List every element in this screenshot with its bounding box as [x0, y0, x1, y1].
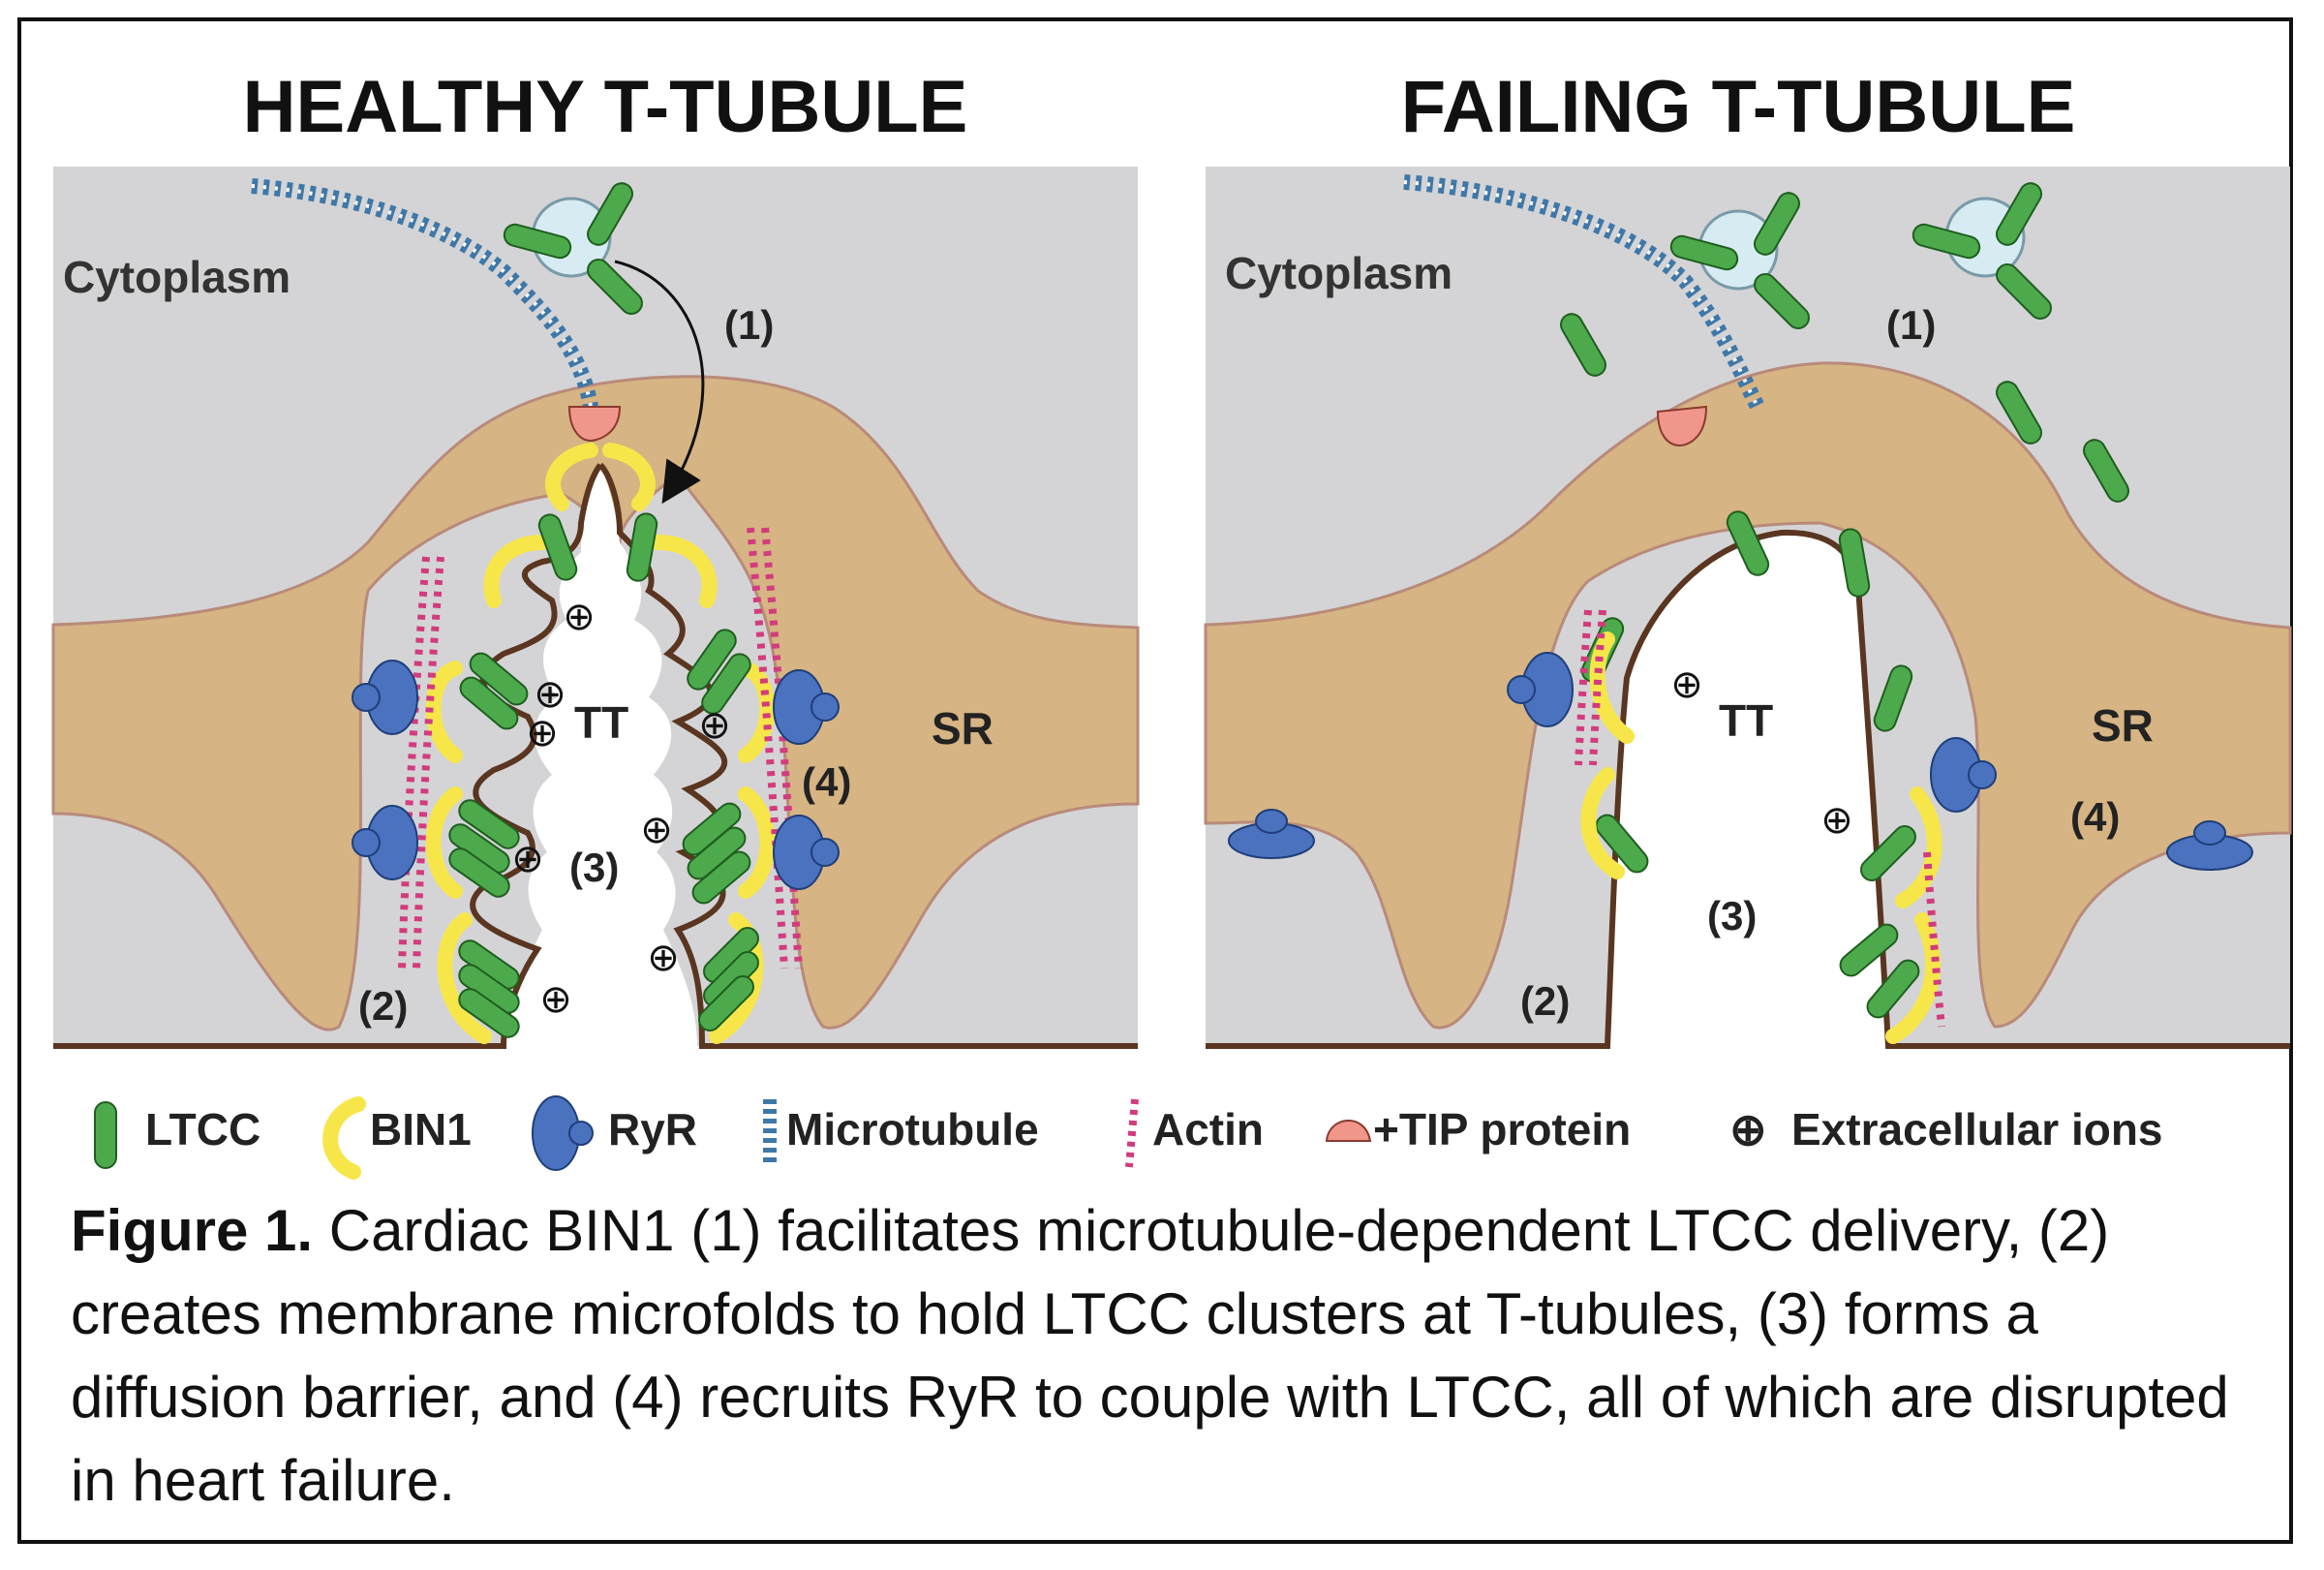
- failing-sr-label: SR: [2092, 700, 2154, 751]
- healthy-actin: [398, 527, 803, 970]
- legend: LTCC BIN1 RyR Microtubule Actin +TIP pro…: [94, 1095, 2163, 1180]
- healthy-marker-4: (4): [802, 759, 851, 805]
- healthy-marker-1: (1): [724, 302, 774, 348]
- failing-tt-lumen: [1607, 532, 1888, 1046]
- failing-ions: ⊕ ⊕: [1670, 663, 1853, 842]
- healthy-tt-membrane-right: [597, 462, 1138, 1049]
- healthy-panel: ⊕ ⊕ ⊕ ⊕ ⊕ ⊕ ⊕ ⊕ Cytoplasm TT SR (1) (2) …: [51, 167, 1140, 1049]
- failing-cytoplasm-label: Cytoplasm: [1225, 248, 1452, 298]
- ltcc: [587, 182, 633, 246]
- healthy-tt-membrane-left: [53, 463, 603, 1049]
- figure-caption: Figure 1. Cardiac BIN1 (1) facilitates m…: [71, 1189, 2249, 1523]
- failing-panel-title: FAILING T-TUBULE: [1401, 66, 2076, 148]
- legend-ions-label: Extracellular ions: [1791, 1104, 2163, 1154]
- ion: ⊕: [511, 838, 544, 880]
- ion: ⊕: [640, 809, 673, 851]
- legend-bin1-icon: [322, 1096, 366, 1180]
- legend-tip-label: +TIP protein: [1373, 1104, 1631, 1154]
- ion: ⊕: [526, 712, 559, 754]
- ion: ⊕: [563, 596, 596, 638]
- healthy-tip-protein: [567, 406, 622, 443]
- healthy-sr-label: SR: [932, 703, 994, 754]
- legend-ryr-icon-knob: [568, 1121, 594, 1146]
- healthy-microtubule-core: [251, 184, 593, 408]
- failing-marker-1: (1): [1886, 302, 1936, 348]
- figure-label: Figure 1.: [71, 1198, 314, 1263]
- ltcc: [503, 223, 572, 260]
- ion: ⊕: [1820, 799, 1853, 842]
- failing-tip-protein: [1656, 405, 1708, 447]
- healthy-ryr-group: [352, 660, 840, 890]
- ion: ⊕: [539, 978, 572, 1021]
- legend-ryr-label: RyR: [608, 1104, 697, 1154]
- healthy-sr: [51, 375, 1140, 1031]
- ion: ⊕: [534, 673, 566, 716]
- legend-tip-icon: [1325, 1120, 1372, 1142]
- failing-actin: [1575, 609, 1945, 1028]
- legend-ltcc-icon: [94, 1101, 117, 1169]
- failing-marker-3: (3): [1707, 893, 1757, 939]
- healthy-marker-3: (3): [569, 845, 619, 890]
- ion: ⊕: [1670, 663, 1703, 706]
- healthy-tt-lumen: [504, 465, 697, 1046]
- legend-bin1-label: BIN1: [370, 1104, 472, 1154]
- healthy-tt-label: TT: [574, 697, 628, 748]
- ltcc: [587, 259, 643, 315]
- healthy-panel-title: HEALTHY T-TUBULE: [243, 66, 968, 148]
- failing-microtubule: [1403, 174, 1765, 411]
- healthy-marker-2: (2): [358, 983, 408, 1029]
- failing-panel: ⊕ ⊕ Cytoplasm TT SR (1) (2) (3) (4): [1204, 167, 2292, 1049]
- legend-ltcc-label: LTCC: [145, 1104, 260, 1154]
- failing-marker-2: (2): [1520, 978, 1570, 1024]
- delivery-arrow: [614, 260, 705, 505]
- failing-tt-label: TT: [1719, 695, 1773, 746]
- caption-text: Cardiac BIN1 (1) facilitates microtubule…: [71, 1198, 2229, 1513]
- legend-actin-icon: [1125, 1098, 1139, 1168]
- failing-sr: [1204, 361, 2292, 1030]
- healthy-ltcc-clusters: [448, 512, 759, 1038]
- ion: ⊕: [698, 704, 731, 747]
- legend-microtubule-label: Microtubule: [786, 1104, 1039, 1154]
- healthy-ions: ⊕ ⊕ ⊕ ⊕ ⊕ ⊕ ⊕ ⊕: [511, 596, 731, 1021]
- failing-bin1-group: [1580, 631, 1942, 1044]
- failing-marker-4: (4): [2070, 794, 2120, 840]
- failing-ryr-group: [1228, 652, 2253, 871]
- legend-ions-icon: ⊕: [1729, 1104, 1767, 1154]
- healthy-cytoplasm-label: Cytoplasm: [63, 252, 290, 302]
- ion: ⊕: [647, 937, 680, 979]
- legend-actin-label: Actin: [1152, 1104, 1264, 1154]
